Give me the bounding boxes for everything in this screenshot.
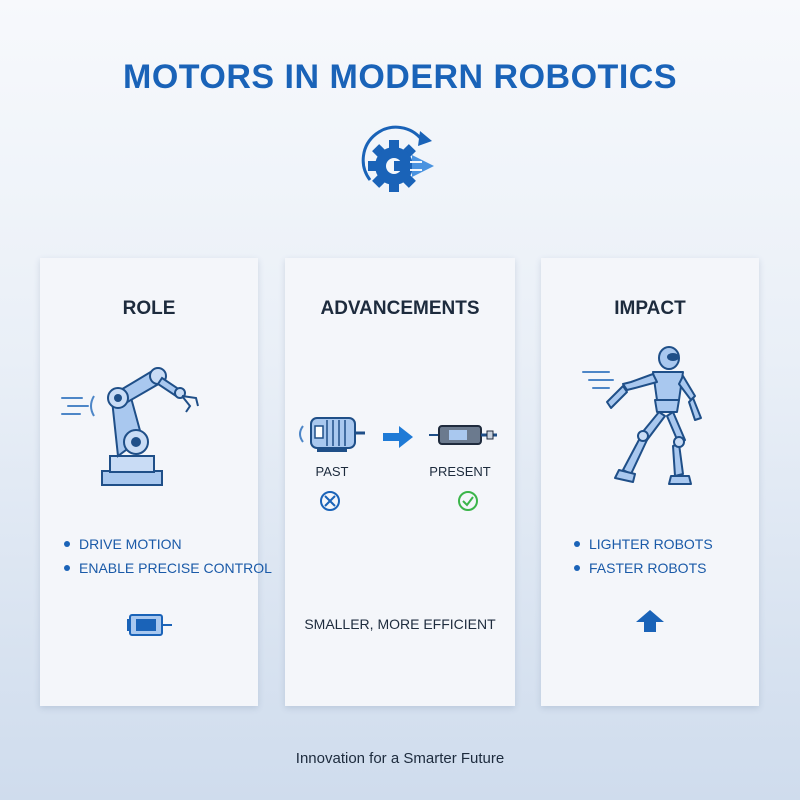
bullet-dot bbox=[574, 565, 580, 571]
past-label: PAST bbox=[315, 464, 349, 479]
role-bullet-list: DRIVE MOTION ENABLE PRECISE CONTROL bbox=[64, 532, 272, 580]
role-card: ROLE DRIVE MOTION ENABLE PRECISE CONTROL bbox=[40, 258, 272, 706]
motor-icon bbox=[127, 614, 172, 636]
list-item: LIGHTER ROBOTS bbox=[574, 532, 713, 556]
bullet-text: DRIVE MOTION bbox=[79, 536, 182, 552]
page-title: MOTORS IN MODERN ROBOTICS bbox=[123, 58, 677, 96]
advancements-summary: SMALLER, MORE EFFICIENT bbox=[304, 616, 496, 632]
arrow-up-icon bbox=[636, 610, 664, 632]
bullet-text: LIGHTER ROBOTS bbox=[589, 536, 713, 552]
list-item: DRIVE MOTION bbox=[64, 532, 272, 556]
present-motor-icon bbox=[429, 425, 497, 445]
robotic-arm-icon bbox=[61, 367, 199, 486]
list-item: FASTER ROBOTS bbox=[574, 556, 713, 580]
bullet-text: FASTER ROBOTS bbox=[589, 560, 707, 576]
advancements-card-title: ADVANCEMENTS bbox=[320, 298, 480, 319]
gear-arrow-icon bbox=[361, 125, 434, 192]
impact-bullet-list: LIGHTER ROBOTS FASTER ROBOTS bbox=[574, 532, 713, 580]
role-card-title: ROLE bbox=[122, 298, 176, 319]
check-circle-icon bbox=[458, 491, 478, 511]
list-item: ENABLE PRECISE CONTROL bbox=[64, 556, 272, 580]
humanoid-robot-icon bbox=[582, 346, 702, 485]
footer-tagline: Innovation for a Smarter Future bbox=[295, 750, 505, 767]
present-label: PRESENT bbox=[429, 464, 491, 479]
arrow-right-icon bbox=[383, 426, 413, 448]
bullet-dot bbox=[574, 541, 580, 547]
bullet-dot bbox=[64, 565, 70, 571]
impact-card-title: IMPACT bbox=[614, 298, 686, 319]
bullet-dot bbox=[64, 541, 70, 547]
impact-card: IMPACT LIGHTER ROBOTS FASTER ROBOTS bbox=[541, 258, 759, 706]
cross-circle-icon bbox=[320, 491, 340, 511]
bullet-text: ENABLE PRECISE CONTROL bbox=[79, 560, 272, 576]
advancements-card: ADVANCEMENTS PAST PRESENT SMALLER, MORE … bbox=[285, 258, 515, 706]
past-motor-icon bbox=[299, 417, 365, 452]
